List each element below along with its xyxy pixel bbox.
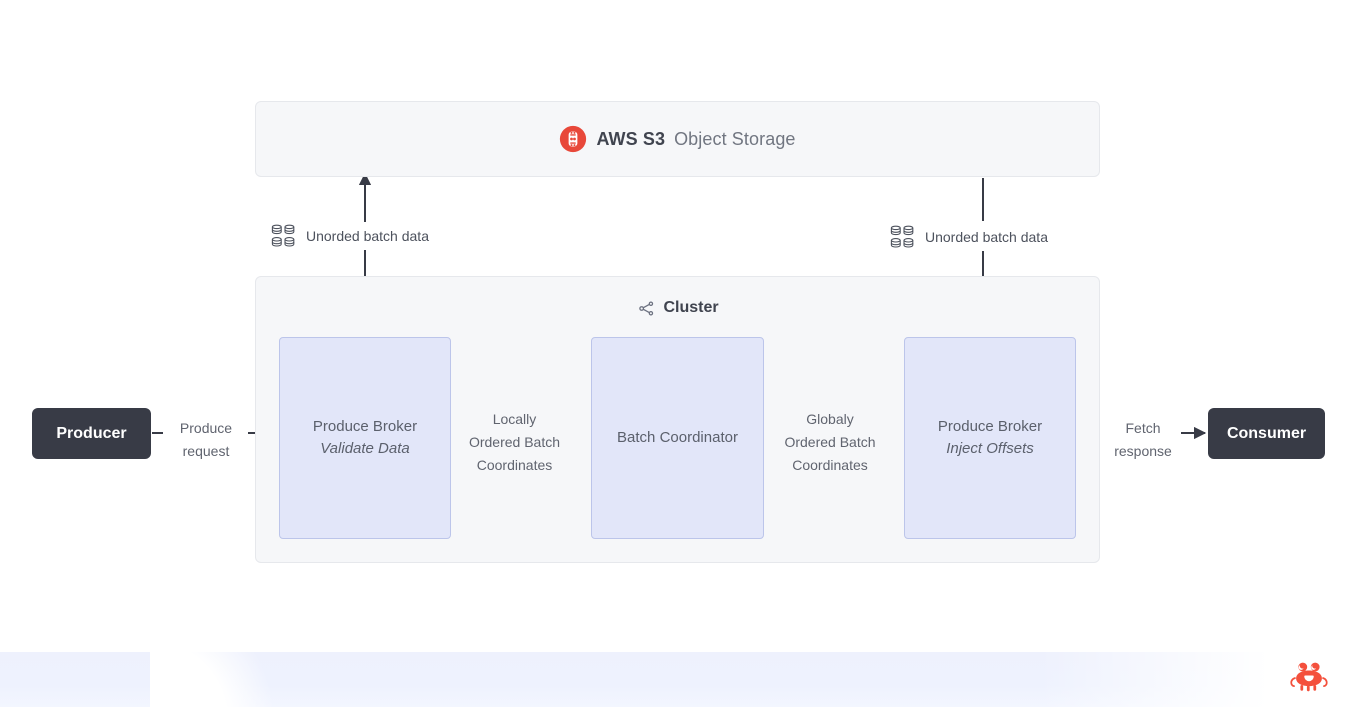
node-batch-coordinator[interactable]: Batch Coordinator	[591, 337, 764, 539]
footer-swoosh	[150, 652, 340, 707]
node-title: Batch Coordinator	[617, 429, 738, 447]
aws-s3-label-rest: Object Storage	[674, 128, 796, 149]
database-grid-icon	[890, 225, 916, 249]
data-flow-unordered-right: Unorded batch data	[887, 223, 1051, 251]
footer-band	[0, 652, 1368, 707]
crab-logo	[1288, 656, 1330, 698]
cluster-network-icon	[638, 300, 655, 317]
aws-s3-panel: AWS S3 Object Storage	[255, 101, 1100, 177]
database-grid-icon	[271, 224, 297, 248]
aws-s3-title: AWS S3 Object Storage	[559, 125, 795, 153]
node-subtitle: Validate Data	[320, 440, 410, 457]
endpoint-consumer[interactable]: Consumer	[1208, 408, 1325, 459]
data-flow-label: Unorded batch data	[306, 228, 429, 244]
data-flow-unordered-left: Unorded batch data	[268, 222, 432, 250]
node-produce-broker-2[interactable]: Produce Broker Inject Offsets	[904, 337, 1076, 539]
cluster-label: Cluster	[663, 299, 719, 316]
aws-s3-icon	[559, 125, 587, 153]
node-title: Produce Broker	[937, 418, 1043, 436]
node-produce-broker-1[interactable]: Produce Broker Validate Data	[279, 337, 451, 539]
cluster-title: Cluster	[256, 299, 1101, 317]
endpoint-producer[interactable]: Producer	[32, 408, 151, 459]
node-title: Produce Broker	[312, 418, 418, 436]
node-subtitle: Inject Offsets	[946, 440, 1034, 457]
data-flow-label: Unorded batch data	[925, 229, 1048, 245]
aws-s3-label-strong: AWS S3	[596, 128, 666, 149]
endpoint-producer-label: Producer	[56, 424, 127, 442]
endpoint-consumer-label: Consumer	[1226, 424, 1307, 442]
